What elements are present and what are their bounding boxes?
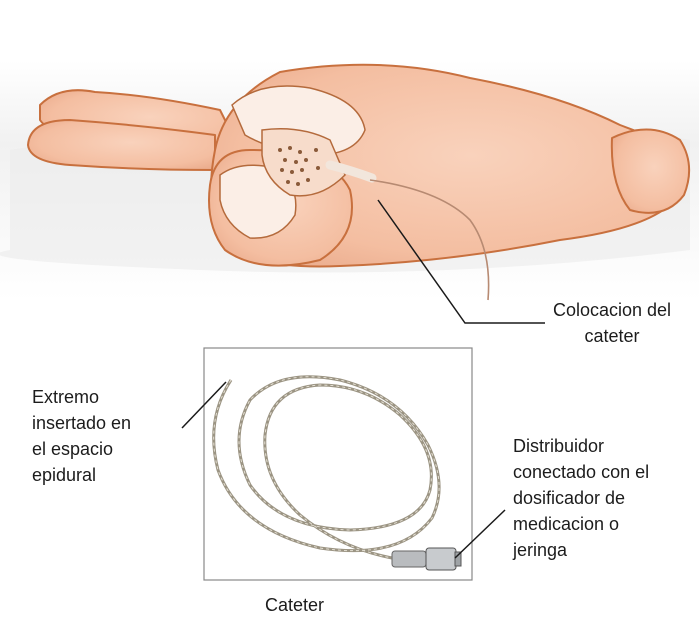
label-line: conectado con el bbox=[513, 459, 649, 485]
label-line: epidural bbox=[32, 462, 131, 488]
catheter-frame bbox=[204, 348, 472, 580]
inserted-tip-label: Extremo insertado en el espacio epidural bbox=[32, 384, 131, 488]
label-line: insertado en bbox=[32, 410, 131, 436]
catheter-caption: Cateter bbox=[265, 592, 324, 618]
catheter-placement-label: Colocacion del cateter bbox=[530, 297, 694, 349]
hub-label: Distribuidor conectado con el dosificado… bbox=[513, 433, 649, 563]
label-line: medicacion o bbox=[513, 511, 649, 537]
label-line: jeringa bbox=[513, 537, 649, 563]
label-line: Colocacion del bbox=[530, 297, 694, 323]
label-line: Distribuidor bbox=[513, 433, 649, 459]
label-line: dosificador de bbox=[513, 485, 649, 511]
catheter-hub bbox=[392, 548, 461, 570]
label-line: cateter bbox=[530, 323, 694, 349]
label-line: Extremo bbox=[32, 384, 131, 410]
patient-head bbox=[612, 129, 689, 212]
label-line: el espacio bbox=[32, 436, 131, 462]
